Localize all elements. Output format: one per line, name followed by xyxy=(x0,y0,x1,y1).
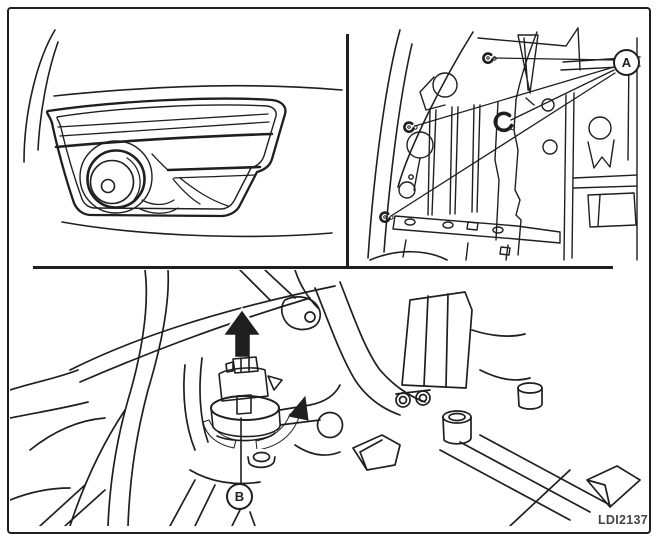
screw-marker xyxy=(403,121,418,133)
fender-screws-illustration xyxy=(367,27,641,261)
screw-marker xyxy=(482,52,497,64)
panel-fog-lamp-exterior xyxy=(10,10,345,265)
hex-bolt xyxy=(247,449,276,469)
panel-mounting-screws xyxy=(348,10,647,265)
panel-bulb-socket xyxy=(10,270,647,526)
fog-lamp-lens xyxy=(79,140,179,214)
leader-lines-a xyxy=(390,57,616,217)
callout-b-label: B xyxy=(234,489,245,504)
figure-code: LDI2137 xyxy=(597,513,648,527)
bulb-socket-drawing xyxy=(210,356,283,442)
fender-edge-lines xyxy=(23,29,59,163)
fog-lamp-illustration xyxy=(23,29,343,238)
callout-a: A xyxy=(613,49,640,76)
rotation-arrow-icon xyxy=(202,395,309,451)
inner-fender-structure xyxy=(392,27,641,261)
bumper-top-line xyxy=(53,84,343,97)
callout-b: B xyxy=(226,483,253,510)
bulb-socket-illustration xyxy=(10,270,641,526)
callout-a-label: A xyxy=(621,55,632,70)
up-arrow-icon xyxy=(220,306,264,359)
fog-lamp-bezel xyxy=(45,97,287,218)
bumper-bottom-line xyxy=(61,221,333,238)
engine-block-lines xyxy=(316,291,641,526)
wheel-arch-lines xyxy=(367,29,474,261)
panel-divider-horizontal xyxy=(33,266,613,269)
panel-divider-vertical xyxy=(346,34,349,268)
figure-frame xyxy=(7,7,651,534)
engine-bay-harness-lines xyxy=(10,270,426,526)
clip-marker xyxy=(493,111,516,133)
screw-marker xyxy=(379,211,394,223)
